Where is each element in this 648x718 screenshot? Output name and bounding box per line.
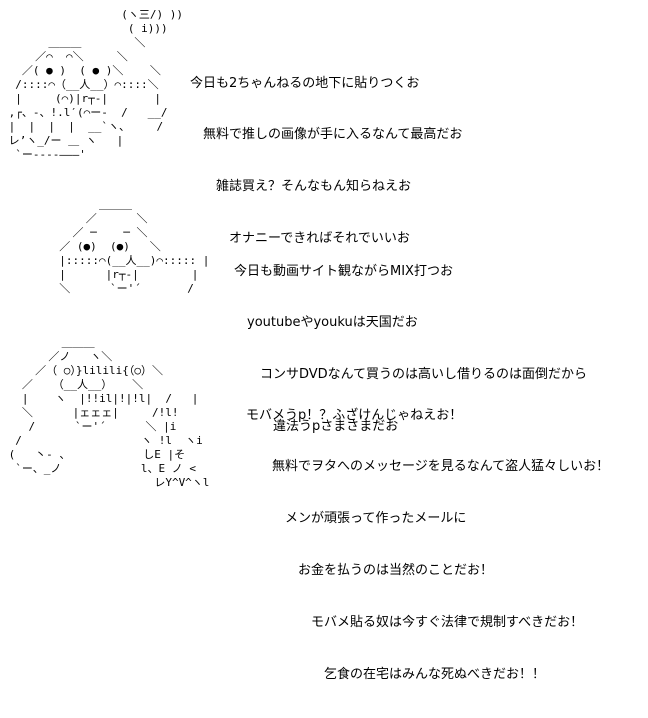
speech-line: モバメうp！？ふざけんじゃねえお！ <box>246 407 463 423</box>
speech-line: お金を払うのは当然のことだお！ <box>246 563 494 579</box>
ascii-art-face-2: ＿＿＿ ／ ＼ ／ ─ ─ ＼ ／ (●) (●) ＼ |:::::⌒(__人_… <box>59 198 210 295</box>
speech-line: メンが頑張って作ったメールに <box>246 511 467 527</box>
speech-line: モバメ貼る奴は今すぐ法律で規制すべきだお！ <box>246 615 584 631</box>
speech-line: 今日も動画サイト観ながらMIX打つお <box>234 263 453 279</box>
speech-text-1: 今日も2ちゃんねるの地下に貼りつくお 無料で推しの画像が手に入るなんて最高だお … <box>190 40 462 282</box>
speech-text-2: 今日も動画サイト観ながらMIX打つお youtubeやyoukuは天国だお コン… <box>234 228 587 470</box>
speech-text-3: モバメうp！？ふざけんじゃねえお！ 無料でヲタへのメッセージを見るなんて盗人猛々… <box>246 372 609 718</box>
speech-line: youtubeやyoukuは天国だお <box>234 315 418 331</box>
speech-line: 違法うpさまさまだお <box>234 419 399 435</box>
speech-line: 無料で推しの画像が手に入るなんて最高だお <box>190 127 463 143</box>
ascii-art-face-3: ＿＿＿ ／ノ ヽ＼ ／（ ○）}lilili{（○）＼ ／ （__人__） ＼ … <box>8 336 210 489</box>
speech-line: オナニーできればそれでいいお <box>190 231 410 247</box>
speech-line: 無料でヲタへのメッセージを見るなんて盗人猛々しいお！ <box>246 459 610 475</box>
ascii-art-face-1: (ヽ三/) )) ( i))) ＿＿＿ ＼ ／⌒ ⌒＼ ＼ ／( ● ) ( ●… <box>8 8 183 161</box>
speech-line: 乞食の在宅はみんな死ぬべきだお！！ <box>246 667 546 683</box>
speech-line: コンサDVDなんて買うのは高いし借りるのは面倒だから <box>234 367 588 383</box>
speech-line: 雑誌買え？そんなもん知らねえお <box>190 179 412 195</box>
speech-line: 今日も2ちゃんねるの地下に貼りつくお <box>190 75 420 91</box>
